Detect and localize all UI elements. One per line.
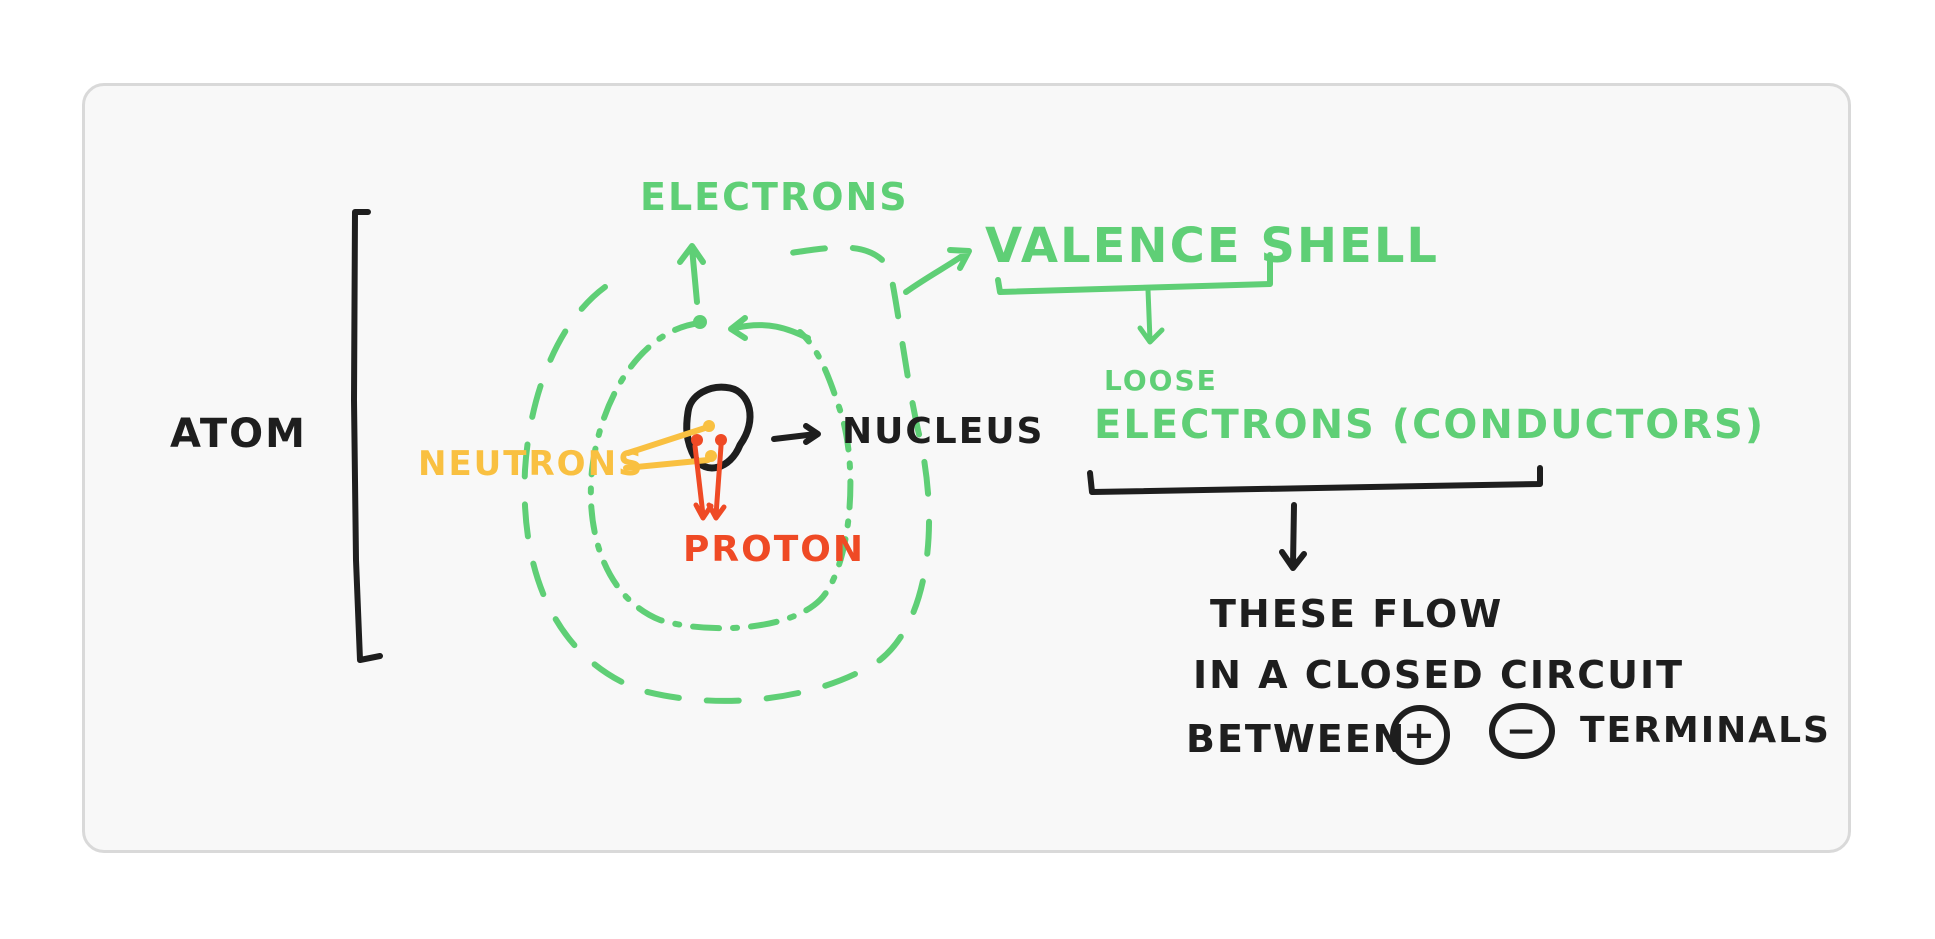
valence-shell-label: VALENCE SHELL <box>985 218 1439 274</box>
electrons-conductors-label: ELECTRONS (CONDUCTORS) <box>1094 402 1765 448</box>
electron-dot <box>693 315 707 329</box>
electrons-arrow <box>677 243 706 305</box>
nucleus-label: NUCLEUS <box>842 411 1044 452</box>
flow-text-line1: THESE FLOW <box>1210 592 1503 636</box>
inner-orbit <box>587 320 854 632</box>
proton-dot-2 <box>715 434 727 446</box>
electrons-label: ELECTRONS <box>640 175 909 219</box>
plus-terminal-symbol: + <box>1403 713 1437 757</box>
loose-label: LOOSE <box>1104 364 1218 397</box>
whiteboard-canvas <box>82 83 1851 853</box>
nucleus-circle <box>683 383 754 472</box>
nucleus-arrow <box>771 423 821 445</box>
minus-terminal-symbol: − <box>1506 711 1538 752</box>
proton-pointer-1 <box>692 443 714 521</box>
proton-pointer-2 <box>706 443 727 521</box>
proton-label: PROTON <box>683 529 865 570</box>
plus-terminal-circle <box>1390 705 1450 765</box>
valence-shell-brace <box>995 252 1273 295</box>
proton-dot-1 <box>691 434 703 446</box>
flow-text-line3-end: TERMINALS <box>1580 710 1831 751</box>
atom-label: ATOM <box>170 411 307 457</box>
neutrons-label: NEUTRONS <box>418 444 645 484</box>
flow-text-line3-start: BETWEEN <box>1186 717 1406 761</box>
atom-bracket <box>351 209 383 663</box>
valence-shell-arrow <box>903 247 972 295</box>
conductors-bracket <box>1087 465 1543 495</box>
neutron-pointer-1 <box>625 425 708 456</box>
inner-orbit-arrow <box>728 315 811 341</box>
minus-terminal-circle <box>1489 703 1555 759</box>
flow-arrow <box>1279 502 1307 571</box>
outer-orbit <box>521 244 932 704</box>
flow-text-line2: IN A CLOSED CIRCUIT <box>1193 653 1684 697</box>
valence-to-loose-arrow <box>1137 287 1165 345</box>
